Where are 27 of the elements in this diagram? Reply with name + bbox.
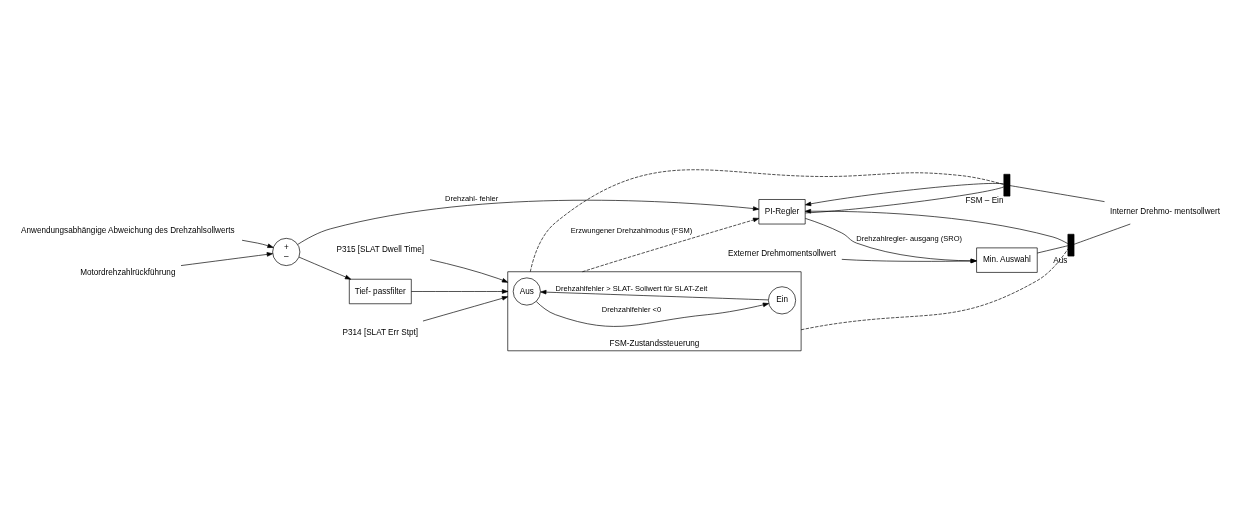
arrow <box>411 288 509 294</box>
connector <box>529 168 1005 272</box>
arrow <box>535 300 769 327</box>
edge-label: Drehzahl- fehler <box>445 193 499 203</box>
connector <box>1073 223 1131 245</box>
arrow <box>429 258 509 283</box>
arrow <box>180 251 273 266</box>
connector <box>1036 244 1069 253</box>
arrow <box>241 239 274 248</box>
connector <box>1009 184 1105 202</box>
edge-label: Erzwungener Drehzahlmodus (FSM) <box>570 225 693 235</box>
arrow <box>804 208 1069 244</box>
connector <box>805 186 1005 213</box>
edge-label: Drehzahlregler- ausgang (SRO) <box>856 233 962 243</box>
arrow <box>297 199 760 245</box>
connector <box>800 248 1069 330</box>
edge-label: Drehzahlfehler > SLAT- Sollwert für SLAT-Zeit <box>555 283 708 293</box>
arrow <box>298 256 352 279</box>
arrow <box>841 258 977 263</box>
edge-label: Drehzahlfehler <0 <box>601 304 662 314</box>
arrow <box>422 295 509 321</box>
node-bar <box>1003 173 1011 196</box>
arrow <box>805 182 1005 206</box>
arrow <box>805 217 977 263</box>
node-bar <box>1067 233 1075 256</box>
arrow <box>582 217 760 272</box>
arrow <box>540 289 769 300</box>
